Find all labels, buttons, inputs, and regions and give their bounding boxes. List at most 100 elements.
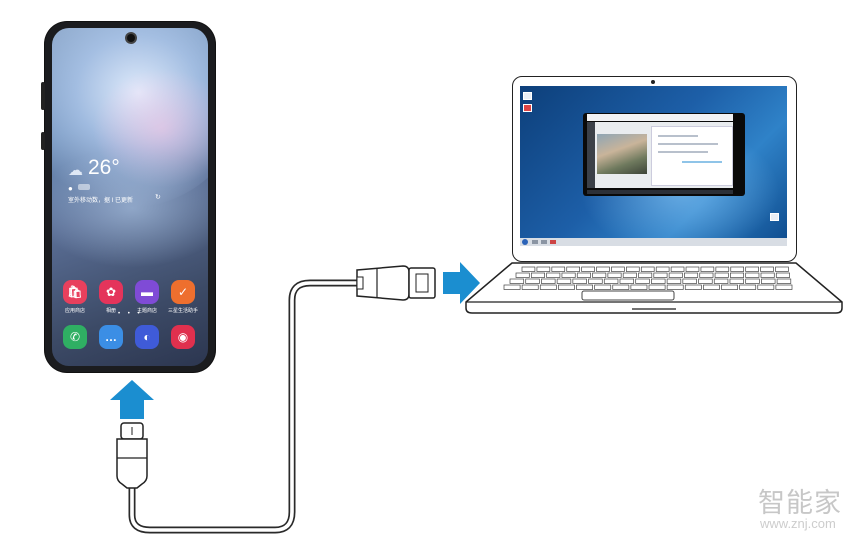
keyboard-key: [721, 284, 738, 290]
keyboard-key: [596, 266, 610, 272]
keyboard-key: [700, 266, 715, 272]
keyboard-key: [775, 266, 789, 272]
keyboard-key: [521, 284, 539, 290]
keyboard-key: [684, 272, 699, 278]
keyboard-key: [611, 266, 625, 272]
front-camera-icon: [127, 34, 135, 42]
watermark-brand: 智能家: [758, 488, 842, 519]
keyboard-key: [566, 266, 580, 272]
keyboard-key: [607, 272, 622, 278]
keyboard-key: [760, 272, 775, 278]
keyboard-key: [653, 272, 668, 278]
taskbar-item[interactable]: [550, 240, 556, 244]
touchpad: [581, 290, 675, 301]
temperature: 26°: [88, 156, 120, 179]
usb-c-connector: [116, 422, 148, 489]
app-label: 主题商店: [136, 308, 157, 314]
weather-status: 室外移动数，据 I 已更新: [68, 198, 134, 204]
keyboard-key: [603, 278, 619, 284]
taskbar-item[interactable]: [541, 240, 547, 244]
internet-icon[interactable]: ◐: [135, 325, 159, 349]
keyboard-key: [515, 272, 530, 278]
volume-button: [41, 82, 45, 110]
location-pin-icon: ●: [68, 184, 73, 193]
keyboard-key: [536, 266, 551, 272]
keyboard-key: [558, 284, 575, 290]
keyboard-key: [576, 272, 591, 278]
keyboard-key: [630, 284, 648, 290]
keyboard-key: [775, 284, 793, 290]
check-icon[interactable]: ✓: [171, 280, 195, 304]
keyboard-key: [703, 284, 720, 290]
store-icon[interactable]: 🛍: [63, 280, 87, 304]
gallery-icon[interactable]: ✿: [99, 280, 123, 304]
keyboard-key: [757, 284, 775, 290]
keyboard-key: [775, 272, 790, 278]
taskbar-item[interactable]: [532, 240, 538, 244]
keyboard-key: [648, 284, 666, 290]
app-label: 三星生活助手: [167, 308, 198, 314]
keyboard-key: [651, 278, 666, 284]
taskbar: [520, 238, 787, 246]
keyboard-key: [776, 278, 792, 284]
message-panel: [651, 126, 733, 186]
keyboard-key: [684, 284, 702, 290]
page-indicator: • • •: [118, 311, 143, 317]
keyboard-key: [670, 266, 685, 272]
keyboard-key: [626, 266, 640, 272]
app-label: 应用商店: [64, 308, 85, 314]
usb-a-connector: [356, 265, 436, 301]
keyboard-key: [761, 278, 776, 284]
laptop-screen: [520, 86, 787, 246]
usb-cable: [128, 279, 361, 534]
keyboard-key: [594, 284, 612, 290]
keyboard-key: [640, 266, 655, 272]
keyboard-key: [530, 272, 545, 278]
theme-icon[interactable]: ▬: [135, 280, 159, 304]
watermark-url: www.znj.com: [760, 516, 836, 531]
phone-mirror-window[interactable]: [583, 113, 745, 196]
keyboard-key: [685, 266, 700, 272]
keyboard-key: [760, 266, 774, 272]
desktop-icon: [523, 104, 532, 112]
photo-thumbnail: [597, 134, 647, 174]
refresh-icon: ↻: [155, 194, 161, 201]
keyboard-key: [551, 266, 566, 272]
message-icon[interactable]: …: [99, 325, 123, 349]
laptop-lid: [512, 76, 797, 262]
keyboard-key: [581, 266, 595, 272]
keyboard-key: [638, 272, 653, 278]
keyboard-key: [745, 278, 760, 284]
phone-icon[interactable]: ✆: [63, 325, 87, 349]
keyboard-key: [730, 272, 745, 278]
keyboard-key: [714, 272, 729, 278]
keyboard-key: [745, 272, 760, 278]
keyboard-key: [592, 272, 607, 278]
keyboard-key: [521, 266, 536, 272]
smartphone: ☁ 26° ● 室外移动数，据 I 已更新 ↻ 🛍应用商店✿相册▬主题商店✓三星…: [41, 22, 215, 372]
keyboard-key: [729, 278, 745, 284]
keyboard-key: [730, 266, 745, 272]
right-arrow-icon: [443, 262, 480, 304]
start-icon[interactable]: [522, 239, 528, 245]
keyboard-key: [715, 266, 730, 272]
keyboard-key: [546, 272, 561, 278]
desktop-icon: [770, 213, 779, 221]
keyboard-key: [572, 278, 587, 284]
phone-screen: ☁ 26° ● 室外移动数，据 I 已更新 ↻ 🛍应用商店✿相册▬主题商店✓三星…: [52, 28, 208, 366]
up-arrow-icon: [110, 380, 154, 419]
keyboard-key: [561, 272, 576, 278]
keyboard-key: [622, 272, 637, 278]
camera-icon[interactable]: ◉: [171, 325, 195, 349]
keyboard-key: [509, 278, 525, 284]
keyboard-key: [612, 284, 630, 290]
keyboard-key: [655, 266, 670, 272]
keyboard-key: [619, 278, 635, 284]
keyboard-key: [668, 272, 683, 278]
keyboard-key: [541, 278, 556, 284]
keyboard-key: [525, 278, 540, 284]
location-text: [78, 184, 90, 190]
keyboard-key: [576, 284, 593, 290]
keyboard-key: [699, 272, 714, 278]
app-label: 相册: [105, 308, 116, 314]
